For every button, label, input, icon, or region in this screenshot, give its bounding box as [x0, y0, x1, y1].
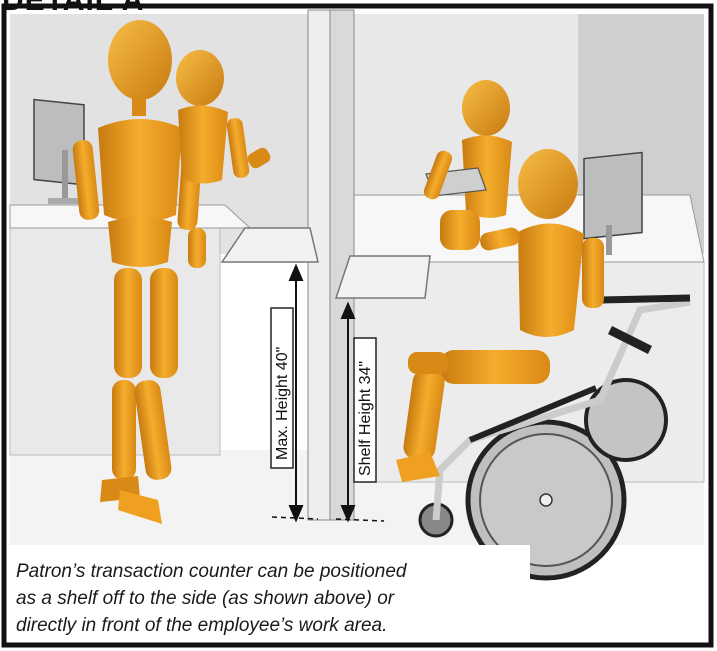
divider-post: [308, 10, 332, 520]
patron-shelf-right: [336, 256, 430, 298]
shelf-height-label: Shelf Height 34": [357, 361, 374, 476]
shelf-height-label-box: Shelf Height 34": [354, 338, 376, 482]
max-height-label: Max. Height 40": [274, 347, 291, 460]
caption: Patron’s transaction counter can be posi…: [16, 558, 516, 639]
caption-line-1: Patron’s transaction counter can be posi…: [16, 558, 516, 585]
caption-line-2: as a shelf off to the side (as shown abo…: [16, 585, 516, 612]
max-height-label-box: Max. Height 40": [271, 308, 293, 468]
caption-line-3: directly in front of the employee’s work…: [16, 612, 516, 639]
